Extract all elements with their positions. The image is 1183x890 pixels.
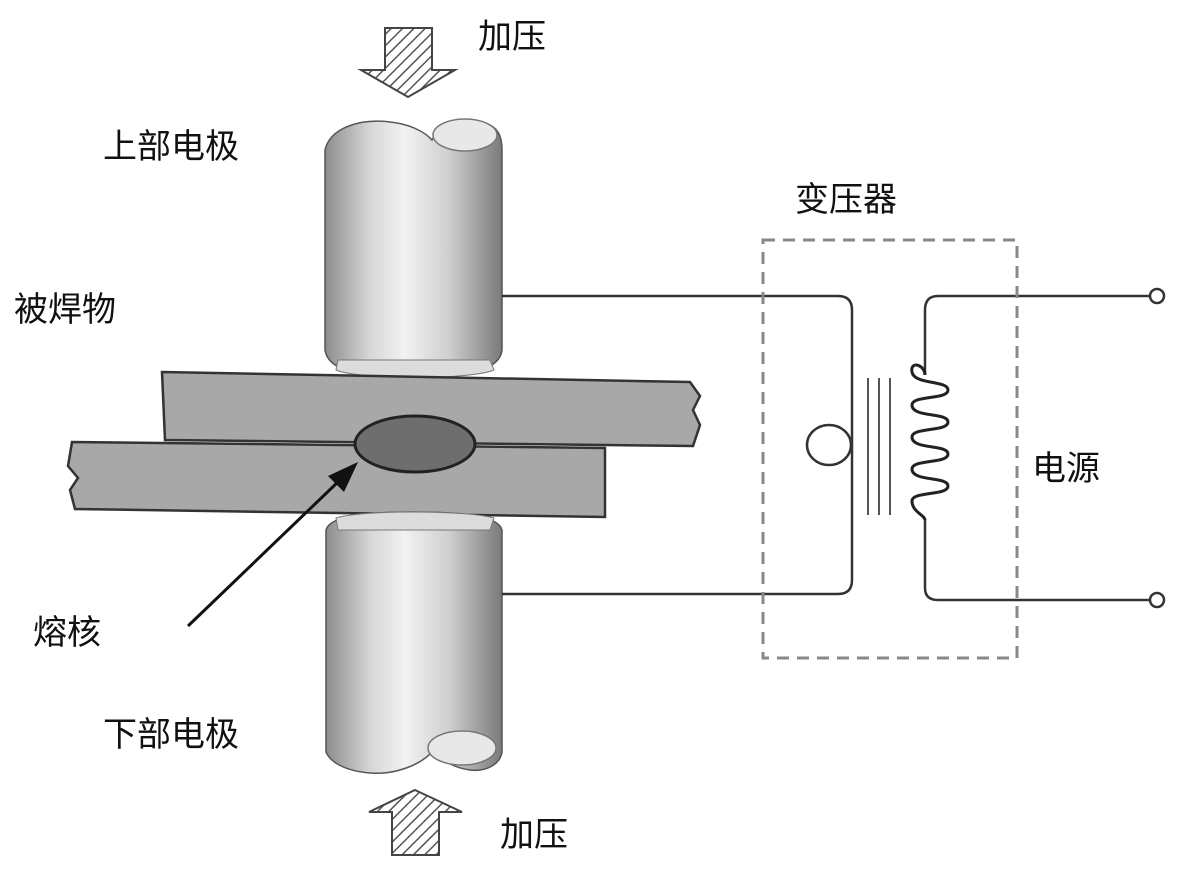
label-nugget: 熔核: [33, 616, 101, 650]
pressure-arrow-bottom: [369, 790, 462, 855]
lower-electrode: [326, 512, 502, 773]
label-workpiece: 被焊物: [14, 293, 116, 327]
terminal-top: [1150, 289, 1164, 303]
label-power-source: 电源: [1032, 452, 1100, 486]
transformer-coil: [912, 365, 948, 520]
label-pressure-bottom: 加压: [500, 818, 568, 852]
label-lower-electrode: 下部电极: [103, 718, 239, 752]
pressure-arrow-top: [361, 28, 455, 97]
upper-electrode: [325, 119, 502, 378]
primary-loop-symbol: [807, 425, 851, 465]
weld-nugget: [355, 416, 475, 472]
label-pressure-top: 加压: [478, 20, 546, 54]
transformer-core: [868, 378, 890, 515]
terminal-bottom: [1150, 593, 1164, 607]
label-transformer: 变压器: [795, 183, 897, 217]
label-upper-electrode: 上部电极: [103, 130, 239, 164]
